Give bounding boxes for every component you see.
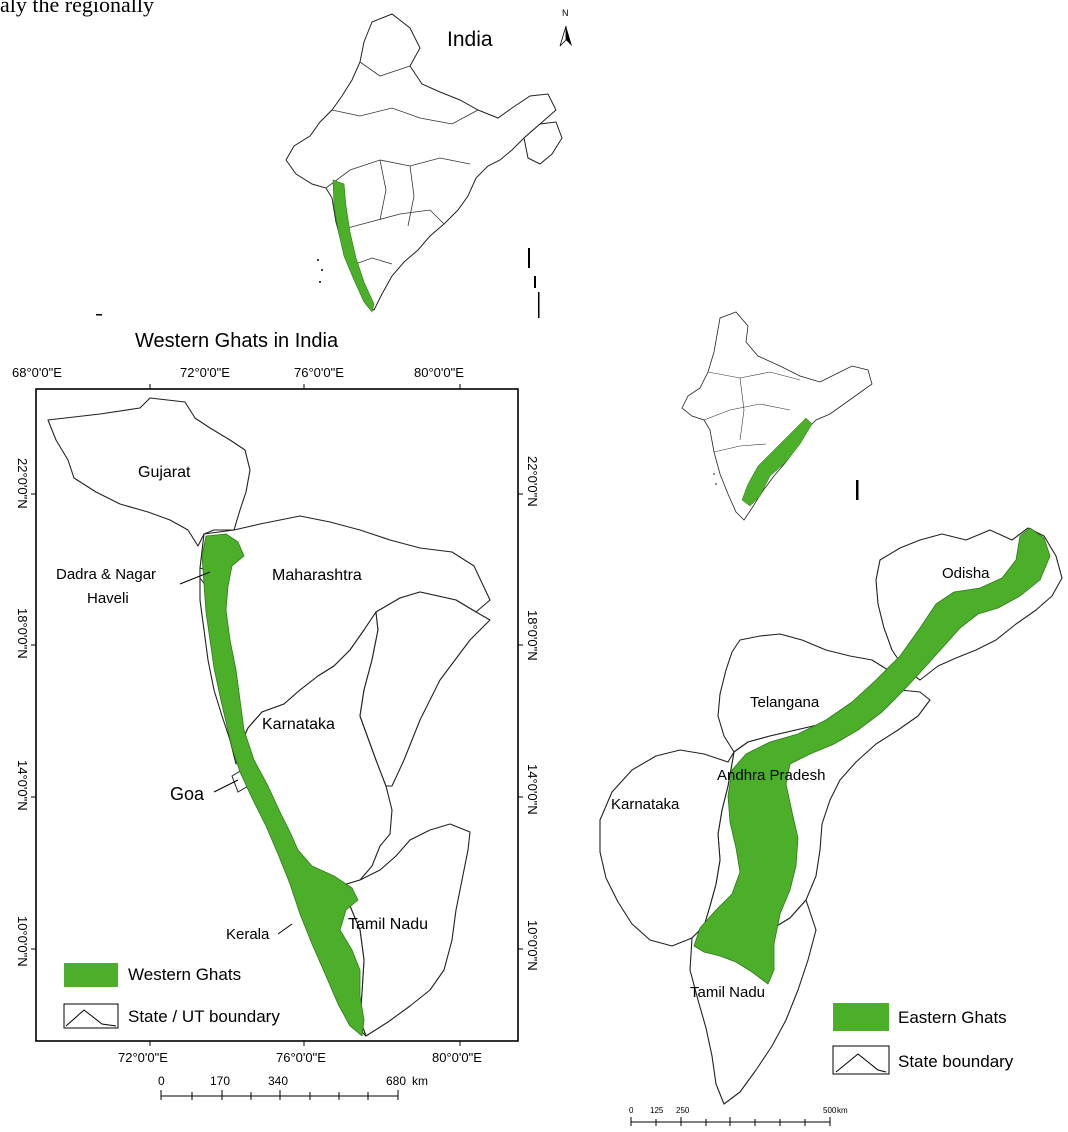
label-karnataka: Karnataka <box>262 716 335 733</box>
scale-w-340: 340 <box>268 1074 289 1088</box>
label-tamil-nadu-east: Tamil Nadu <box>690 984 766 1001</box>
bottom-lon-72: 72°0'0"E <box>118 1050 168 1065</box>
legend-state-boundary: State boundary <box>898 1052 1014 1071</box>
label-andhra-pradesh: Andhra Pradesh <box>717 767 826 784</box>
scale-e-500: 500 <box>823 1106 837 1115</box>
legend-eastern-ghats: Eastern Ghats <box>898 1008 1007 1027</box>
scale-e-250: 250 <box>676 1106 690 1115</box>
scale-e-unit: km <box>837 1106 848 1115</box>
top-lon-76: 76°0'0"E <box>294 365 344 380</box>
label-telangana: Telangana <box>750 694 820 711</box>
label-maharashtra: Maharashtra <box>272 567 362 584</box>
map-frame <box>35 388 519 1042</box>
top-lon-68: 68°0'0"E <box>12 365 62 380</box>
scale-w-170: 170 <box>210 1074 231 1088</box>
bottom-lon-80: 80°0'0"E <box>432 1050 482 1065</box>
eastern-scale-bar <box>630 1117 831 1126</box>
western-ghats-region <box>201 533 365 1037</box>
inset-india-title: India <box>447 28 493 51</box>
legend-state-ut-boundary: State / UT boundary <box>128 1007 280 1026</box>
label-kerala: Kerala <box>226 926 270 943</box>
top-caption: aly the regionally <box>0 0 154 17</box>
label-odisha: Odisha <box>942 565 990 582</box>
eastern-ghats-inset-region <box>741 417 813 507</box>
north-label: N <box>562 8 569 18</box>
label-haveli: Haveli <box>87 590 129 607</box>
top-lon-80: 80°0'0"E <box>414 365 464 380</box>
legend-western-ghats: Western Ghats <box>128 965 242 984</box>
label-karnataka-east: Karnataka <box>611 796 680 813</box>
eastern-ghats-region <box>693 527 1051 985</box>
scale-e-125: 125 <box>650 1106 664 1115</box>
label-gujarat: Gujarat <box>138 464 191 481</box>
scale-w-680: 680 <box>386 1074 407 1088</box>
label-goa: Goa <box>170 784 205 804</box>
scale-w-unit: km <box>412 1074 428 1088</box>
label-tamil-nadu-west: Tamil Nadu <box>348 916 429 933</box>
bottom-lon-76: 76°0'0"E <box>276 1050 326 1065</box>
scale-w-0: 0 <box>158 1074 165 1088</box>
western-map-title: Western Ghats in India <box>135 330 339 352</box>
western-scale-bar <box>160 1090 399 1100</box>
top-lon-72: 72°0'0"E <box>180 365 230 380</box>
eastern-ghats-legend-swatch <box>833 1003 889 1031</box>
western-ghats-legend-swatch <box>64 963 118 987</box>
label-dadra: Dadra & Nagar <box>56 566 157 583</box>
scale-e-0: 0 <box>629 1106 634 1115</box>
